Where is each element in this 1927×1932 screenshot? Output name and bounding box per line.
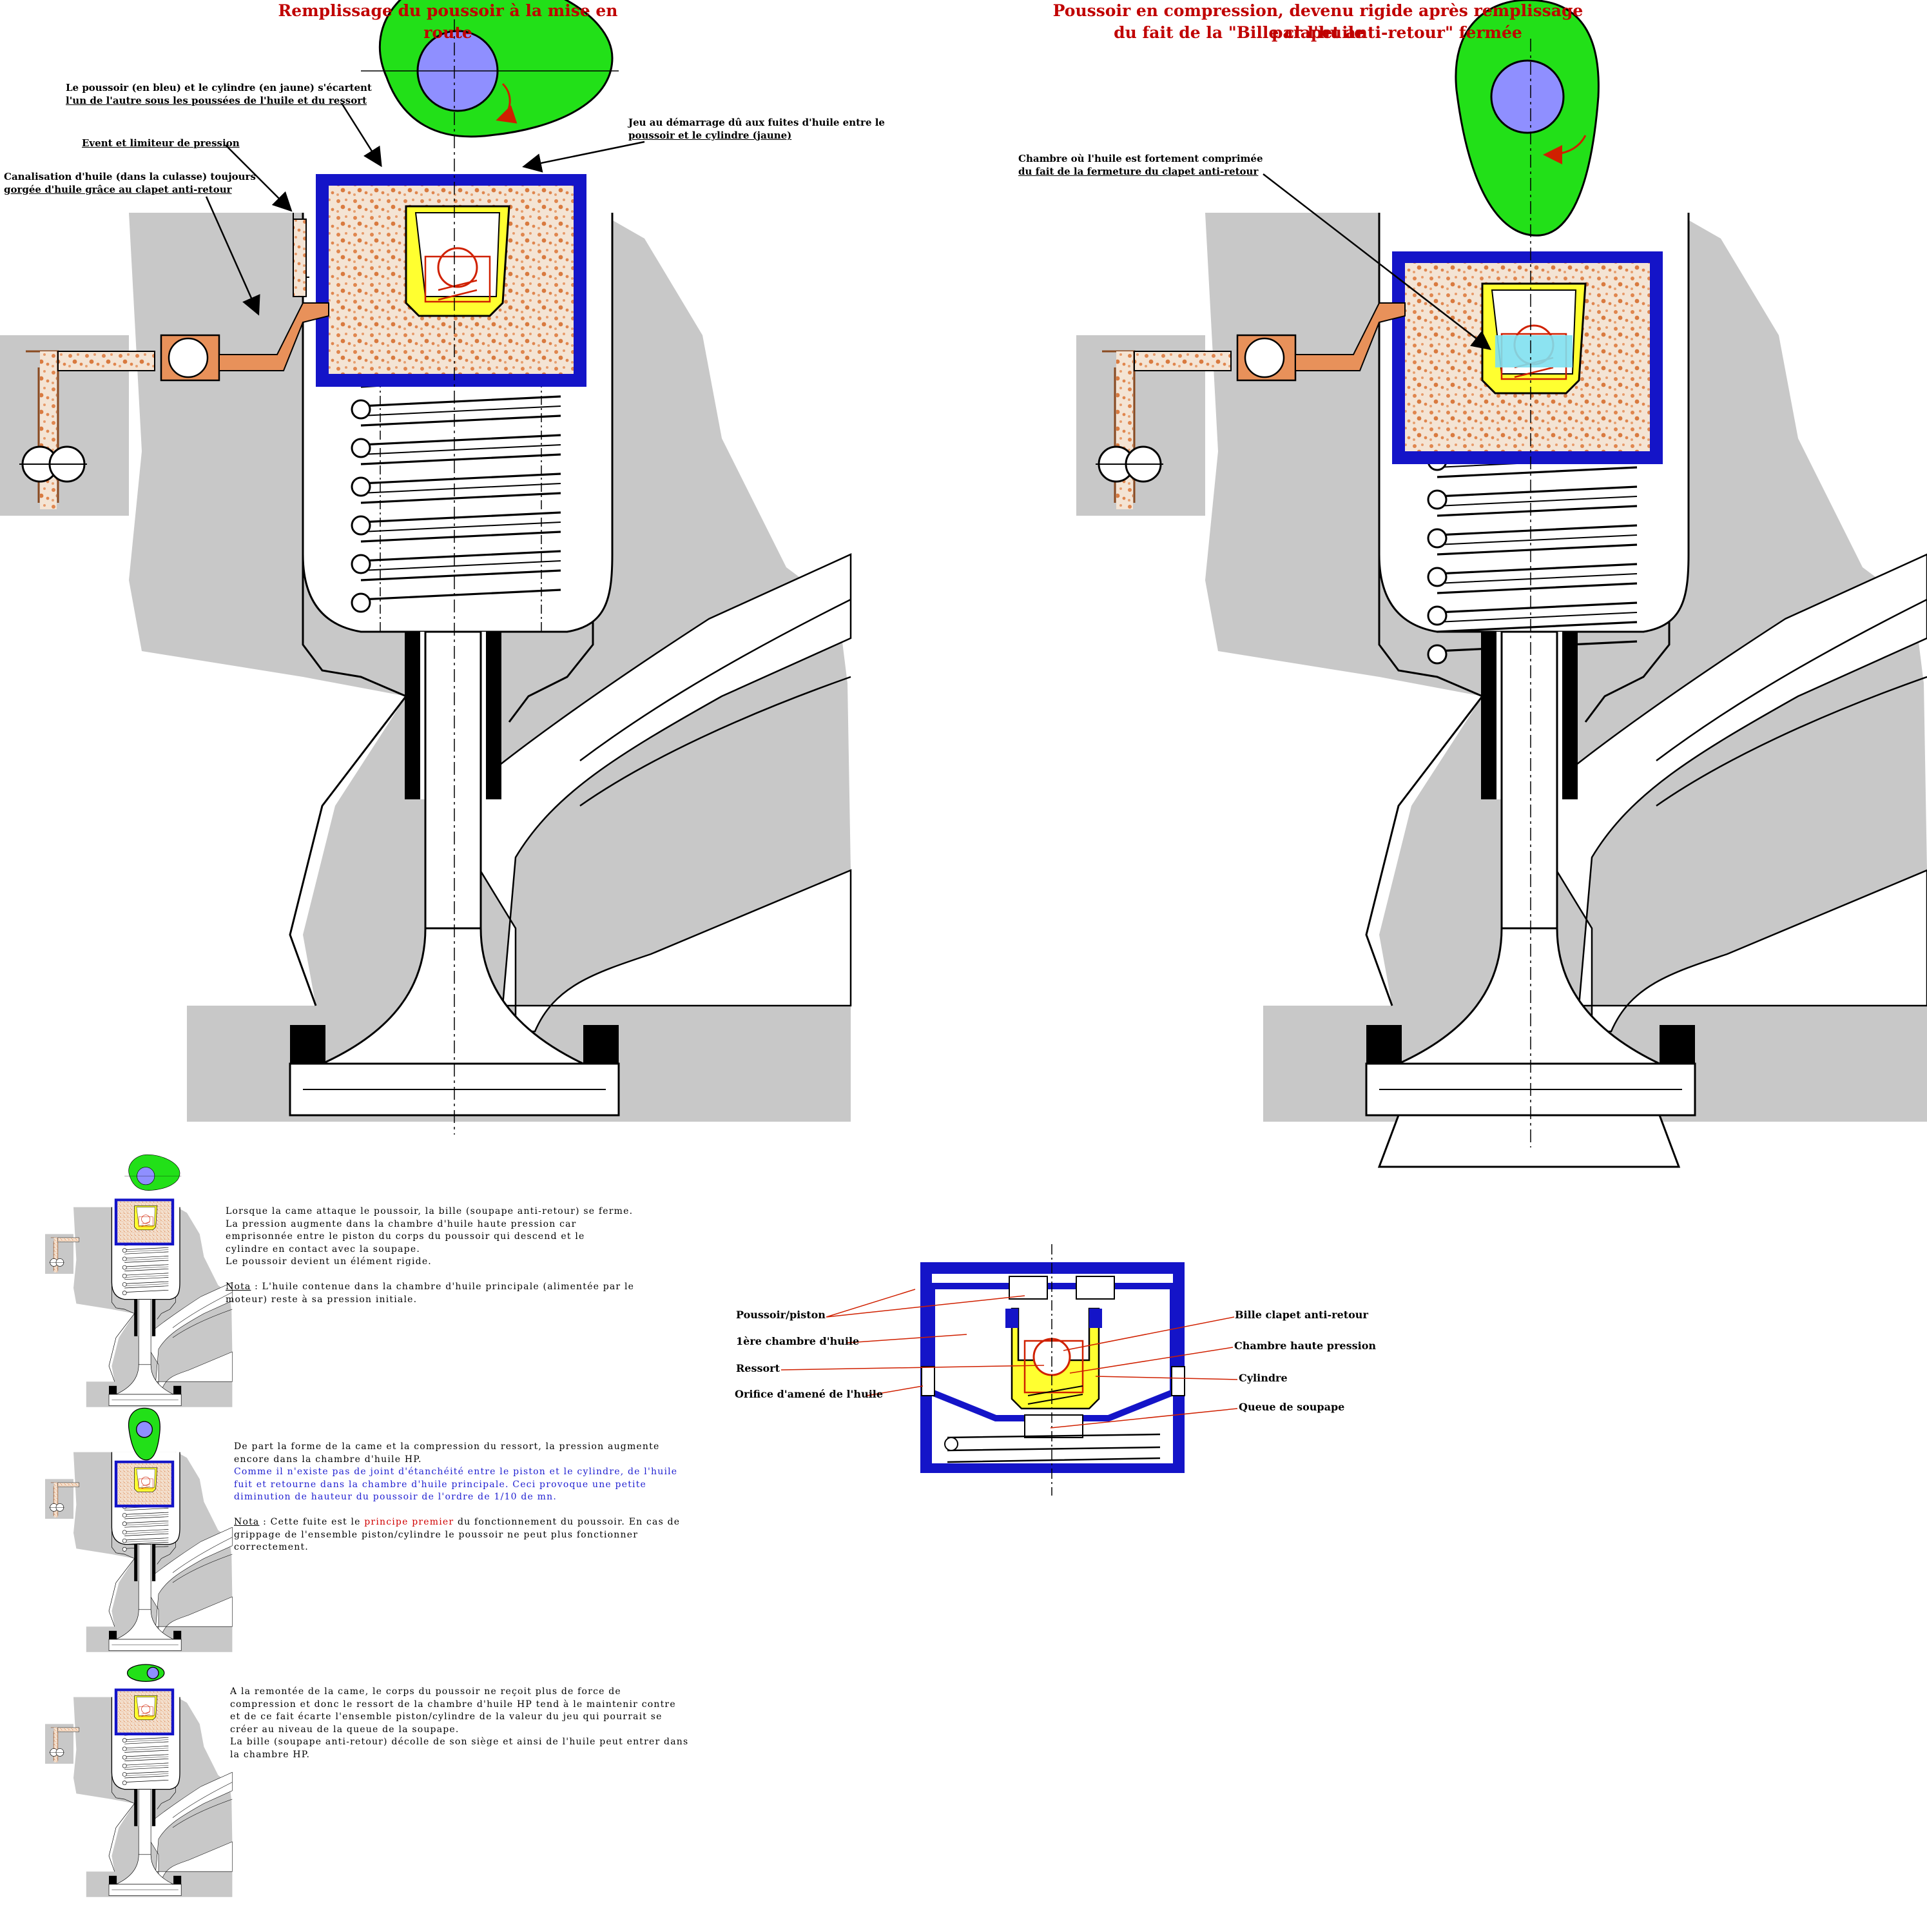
thumbnail-2 — [45, 1407, 232, 1652]
right-title-line2: du fait de la "Bille clapet anti-retour"… — [1114, 23, 1522, 42]
paragraph-1: Lorsque la came attaque le poussoir, la … — [226, 1206, 635, 1305]
vent-note: Event et limiteur de pression — [82, 137, 240, 149]
label-orifice: Orifice d'amené de l'huile — [735, 1388, 884, 1400]
left-title: Remplissage du poussoir à la mise en rou… — [278, 1, 618, 42]
label-ressort: Ressort — [736, 1362, 780, 1374]
label-bille: Bille clapet anti-retour — [1235, 1309, 1368, 1321]
separation-note: Le poussoir (en bleu) et le cylindre (en… — [66, 82, 372, 106]
paragraph-2: De part la forme de la came et la compre… — [234, 1441, 681, 1552]
label-chambre-hp: Chambre haute pression — [1234, 1340, 1376, 1352]
label-chambre-1: 1ère chambre d'huile — [736, 1335, 860, 1347]
paragraph-3: A la remontée de la came, le corps du po… — [230, 1686, 689, 1760]
clearance-note: Jeu au démarrage dû aux fuites d'huile e… — [628, 117, 885, 141]
left-diagram — [0, 0, 851, 1135]
chamber-note: Chambre où l'huile est fortement comprim… — [1018, 153, 1263, 177]
detail-diagram — [780, 1244, 1238, 1496]
right-diagram — [1076, 0, 1927, 1168]
label-poussoir: Poussoir/piston — [736, 1309, 826, 1321]
thumbnail-1 — [45, 1154, 232, 1407]
thumbnail-3 — [45, 1664, 232, 1897]
label-queue: Queue de soupape — [1239, 1401, 1345, 1413]
label-cylindre: Cylindre — [1239, 1372, 1288, 1384]
oil-channel-note: Canalisation d'huile (dans la culasse) t… — [4, 171, 256, 195]
right-title-line1: Poussoir en compression, devenu rigide a… — [1052, 1, 1583, 42]
